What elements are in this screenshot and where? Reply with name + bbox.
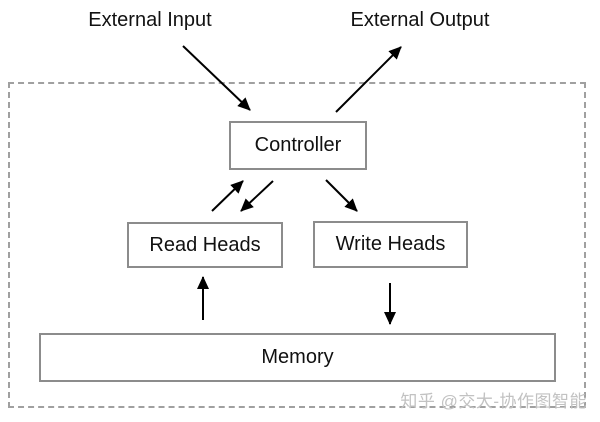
node-read-heads: Read Heads xyxy=(127,222,283,268)
label-external-input: External Input xyxy=(88,9,212,31)
node-write-heads: Write Heads xyxy=(313,221,468,268)
label-external-output: External Output xyxy=(350,9,490,31)
node-controller: Controller xyxy=(229,121,367,170)
node-memory: Memory xyxy=(39,333,556,382)
watermark-zhihu: 知乎 @交大-协作图智能 xyxy=(400,392,587,411)
ntm-dashed-boundary xyxy=(8,82,586,408)
